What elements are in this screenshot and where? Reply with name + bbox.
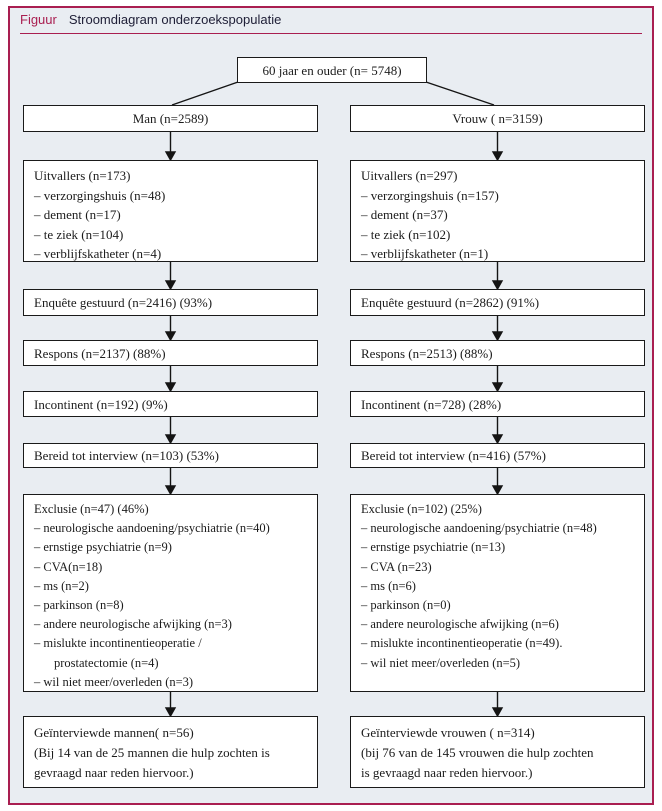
box-incontinent-vrouw: Incontinent (n=728) (28%) (350, 391, 645, 417)
final-line: Geïnterviewde mannen( n=56) (34, 725, 194, 740)
box-final-vrouw: Geïnterviewde vrouwen ( n=314) (bij 76 v… (350, 716, 645, 788)
bereid-label: Bereid tot interview (n=416) (57%) (361, 448, 546, 463)
exclusie-item: – parkinson (n=0) (361, 598, 451, 613)
incontinent-label: Incontinent (n=192) (9%) (34, 396, 168, 412)
exclusie-title: Exclusie (n=47) (46%) (34, 502, 149, 516)
incontinent-label: Incontinent (n=728) (28%) (361, 396, 502, 412)
box-man-header: Man (n=2589) (23, 105, 318, 132)
uitvallers-item: – te ziek (n=104) (34, 226, 124, 242)
final-line: (Bij 14 van de 25 mannen die hulp zochte… (34, 745, 270, 760)
man-header-label: Man (n=2589) (132, 111, 209, 126)
box-vrouw-header: Vrouw ( n=3159) (350, 105, 645, 132)
uitvallers-item: – te ziek (n=102) (361, 226, 451, 242)
exclusie-item: – ernstige psychiatrie (n=9) (34, 540, 172, 555)
box-bereid-vrouw: Bereid tot interview (n=416) (57%) (350, 443, 645, 468)
exclusie-item: – mislukte incontinentieoperatie (n=49). (361, 636, 563, 651)
uitvallers-item: – verblijfskatheter (n=1) (361, 246, 489, 261)
enquete-label: Enquête gestuurd (n=2416) (93%) (34, 295, 213, 310)
bereid-label: Bereid tot interview (n=103) (53%) (34, 448, 219, 463)
box-final-man: Geïnterviewde mannen( n=56) (Bij 14 van … (23, 716, 318, 788)
box-uitvallers-vrouw: Uitvallers (n=297) – verzorgingshuis (n=… (350, 160, 645, 262)
box-uitvallers-man: Uitvallers (n=173) – verzorgingshuis (n=… (23, 160, 318, 262)
exclusie-item: – mislukte incontinentieoperatie / (34, 636, 202, 651)
box-bereid-man: Bereid tot interview (n=103) (53%) (23, 443, 318, 468)
respons-label: Respons (n=2137) (88%) (34, 345, 166, 361)
enquete-label: Enquête gestuurd (n=2862) (91%) (361, 295, 540, 310)
uitvallers-item: – verzorgingshuis (n=157) (361, 187, 499, 203)
uitvallers-title: Uitvallers (n=297) (361, 168, 458, 183)
box-enquete-man: Enquête gestuurd (n=2416) (93%) (23, 289, 318, 316)
uitvallers-title: Uitvallers (n=173) (34, 168, 131, 183)
exclusie-title: Exclusie (n=102) (25%) (361, 502, 482, 516)
exclusie-item: – CVA (n=23) (361, 559, 432, 574)
exclusie-item: – ernstige psychiatrie (n=13) (361, 540, 506, 555)
box-respons-vrouw: Respons (n=2513) (88%) (350, 340, 645, 366)
exclusie-item: – parkinson (n=8) (34, 598, 124, 613)
exclusie-item: – andere neurologische afwijking (n=6) (361, 617, 559, 632)
box-enquete-vrouw: Enquête gestuurd (n=2862) (91%) (350, 289, 645, 316)
exclusie-item: – CVA(n=18) (34, 559, 103, 574)
uitvallers-item: – verzorgingshuis (n=48) (34, 187, 166, 203)
box-exclusie-vrouw: Exclusie (n=102) (25%) – neurologische a… (350, 494, 645, 692)
respons-label: Respons (n=2513) (88%) (361, 345, 493, 361)
exclusie-item-continuation: prostatectomie (n=4) (54, 655, 159, 670)
exclusie-item: – neurologische aandoening/psychiatrie (… (361, 521, 597, 536)
exclusie-item: – ms (n=6) (361, 578, 416, 593)
exclusie-item: – ms (n=2) (34, 578, 89, 593)
uitvallers-item: – dement (n=37) (361, 207, 448, 222)
box-respons-man: Respons (n=2137) (88%) (23, 340, 318, 366)
final-line: gevraagd naar reden hiervoor.) (34, 765, 194, 780)
root-label: 60 jaar en ouder (n= 5748) (262, 62, 402, 78)
final-line: (bij 76 van de 145 vrouwen die hulp zoch… (361, 745, 594, 760)
box-root-population: 60 jaar en ouder (n= 5748) (237, 57, 427, 83)
vrouw-header-label: Vrouw ( n=3159) (452, 111, 543, 126)
figure-titlebar: Figuur Stroomdiagram onderzoekspopulatie (20, 12, 642, 27)
figure-title: Stroomdiagram onderzoekspopulatie (68, 12, 282, 27)
final-line: is gevraagd naar reden hiervoor.) (361, 765, 533, 780)
box-exclusie-man: Exclusie (n=47) (46%) – neurologische aa… (23, 494, 318, 692)
box-incontinent-man: Incontinent (n=192) (9%) (23, 391, 318, 417)
title-rule (20, 33, 642, 34)
figure-label: Figuur (20, 12, 57, 27)
exclusie-item: – andere neurologische afwijking (n=3) (34, 617, 232, 632)
exclusie-item: – wil niet meer/overleden (n=3) (34, 674, 194, 689)
uitvallers-item: – dement (n=17) (34, 207, 121, 222)
final-line: Geïnterviewde vrouwen ( n=314) (361, 725, 535, 740)
exclusie-item: – neurologische aandoening/psychiatrie (… (34, 521, 270, 536)
uitvallers-item: – verblijfskatheter (n=4) (34, 246, 162, 261)
exclusie-item: – wil niet meer/overleden (n=5) (361, 655, 521, 670)
